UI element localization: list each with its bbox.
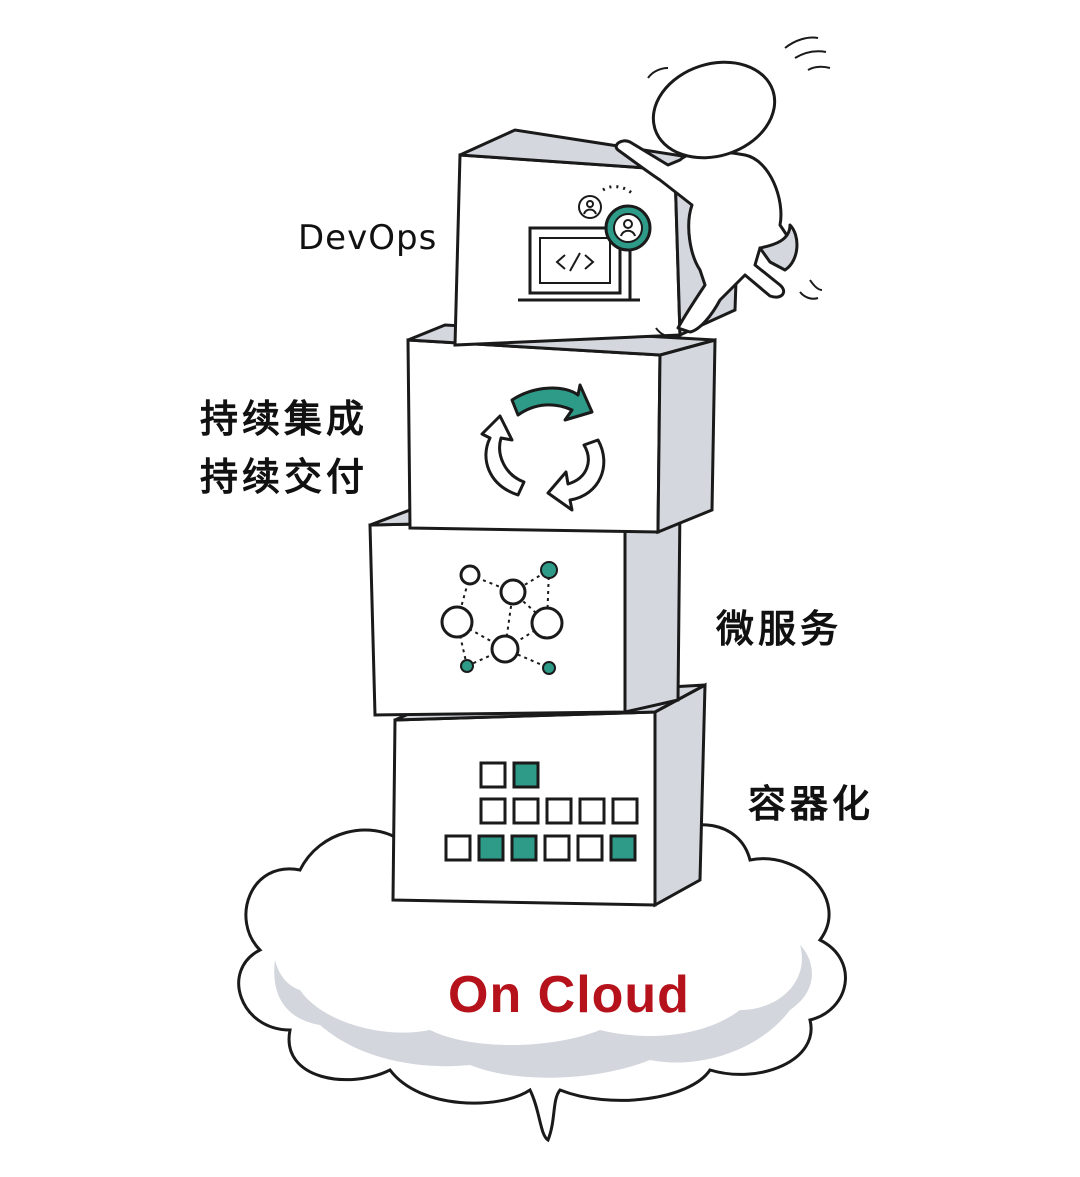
container-square <box>477 834 505 862</box>
cloud-label: On Cloud <box>448 966 690 1024</box>
circular-arrows-icon <box>480 383 606 512</box>
container-square <box>512 797 540 825</box>
container-square <box>545 797 573 825</box>
laptop-code-with-people-icon <box>518 185 652 302</box>
microservices-label: 微服务 <box>716 607 843 651</box>
container-square <box>512 761 540 789</box>
container-square <box>609 834 637 862</box>
container-square <box>576 834 604 862</box>
containerization-label: 容器化 <box>748 782 875 826</box>
continuous-integration-label: 持续集成 <box>200 397 369 441</box>
container-square <box>543 834 571 862</box>
ci-cd-box <box>406 323 717 535</box>
container-square <box>578 797 606 825</box>
container-square <box>479 797 507 825</box>
continuous-delivery-label: 持续交付 <box>200 455 369 499</box>
container-grid-icon <box>444 761 639 862</box>
node-network-icon <box>440 561 564 675</box>
container-square <box>444 834 472 862</box>
container-square <box>510 834 538 862</box>
cloud-base <box>237 823 847 1143</box>
climbing-stick-figure <box>614 36 831 339</box>
container-square <box>479 761 507 789</box>
container-square <box>611 797 639 825</box>
microservices-box <box>368 503 682 717</box>
devops-label: DevOps <box>298 218 438 258</box>
container-box <box>391 682 707 908</box>
